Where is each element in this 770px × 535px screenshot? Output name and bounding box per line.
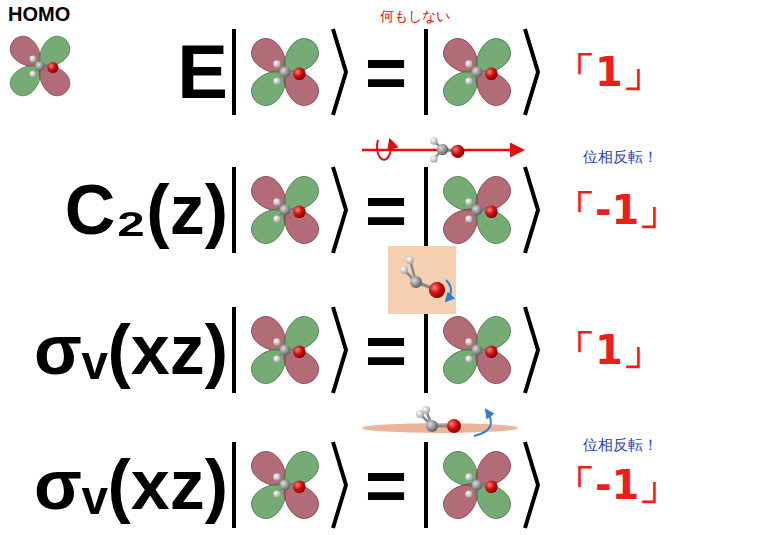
equals-sign: =	[365, 314, 407, 386]
annotation: 何もしない	[380, 9, 450, 23]
ket-row-3	[234, 307, 538, 393]
operator-symbol: σᵥ(xz)	[34, 450, 228, 520]
homo-orbital	[5, 31, 75, 101]
orbital-title: HOMO	[8, 4, 70, 24]
operator-symbol: E	[177, 34, 228, 110]
operator-symbol: C₂(z)	[65, 175, 228, 245]
ket-row-1	[234, 29, 538, 115]
sigma-xz-plane-figure	[388, 246, 456, 314]
annotation: 位相反転！	[583, 438, 658, 453]
character-value: 「1」	[555, 330, 663, 370]
character-value: 「-1」	[555, 465, 679, 505]
c2-rotation-figure	[362, 137, 522, 163]
character-value: 「1」	[555, 52, 663, 92]
equals-sign: =	[365, 174, 407, 246]
sigma-plane-figure	[362, 406, 518, 436]
annotation: 位相反転！	[583, 150, 658, 165]
equals-sign: =	[365, 449, 407, 521]
ket-row-4	[234, 442, 538, 528]
equals-sign: =	[365, 36, 407, 108]
character-value: 「-1」	[555, 190, 679, 230]
operator-symbol: σᵥ(xz)	[34, 315, 228, 385]
ket-row-2	[234, 167, 538, 253]
